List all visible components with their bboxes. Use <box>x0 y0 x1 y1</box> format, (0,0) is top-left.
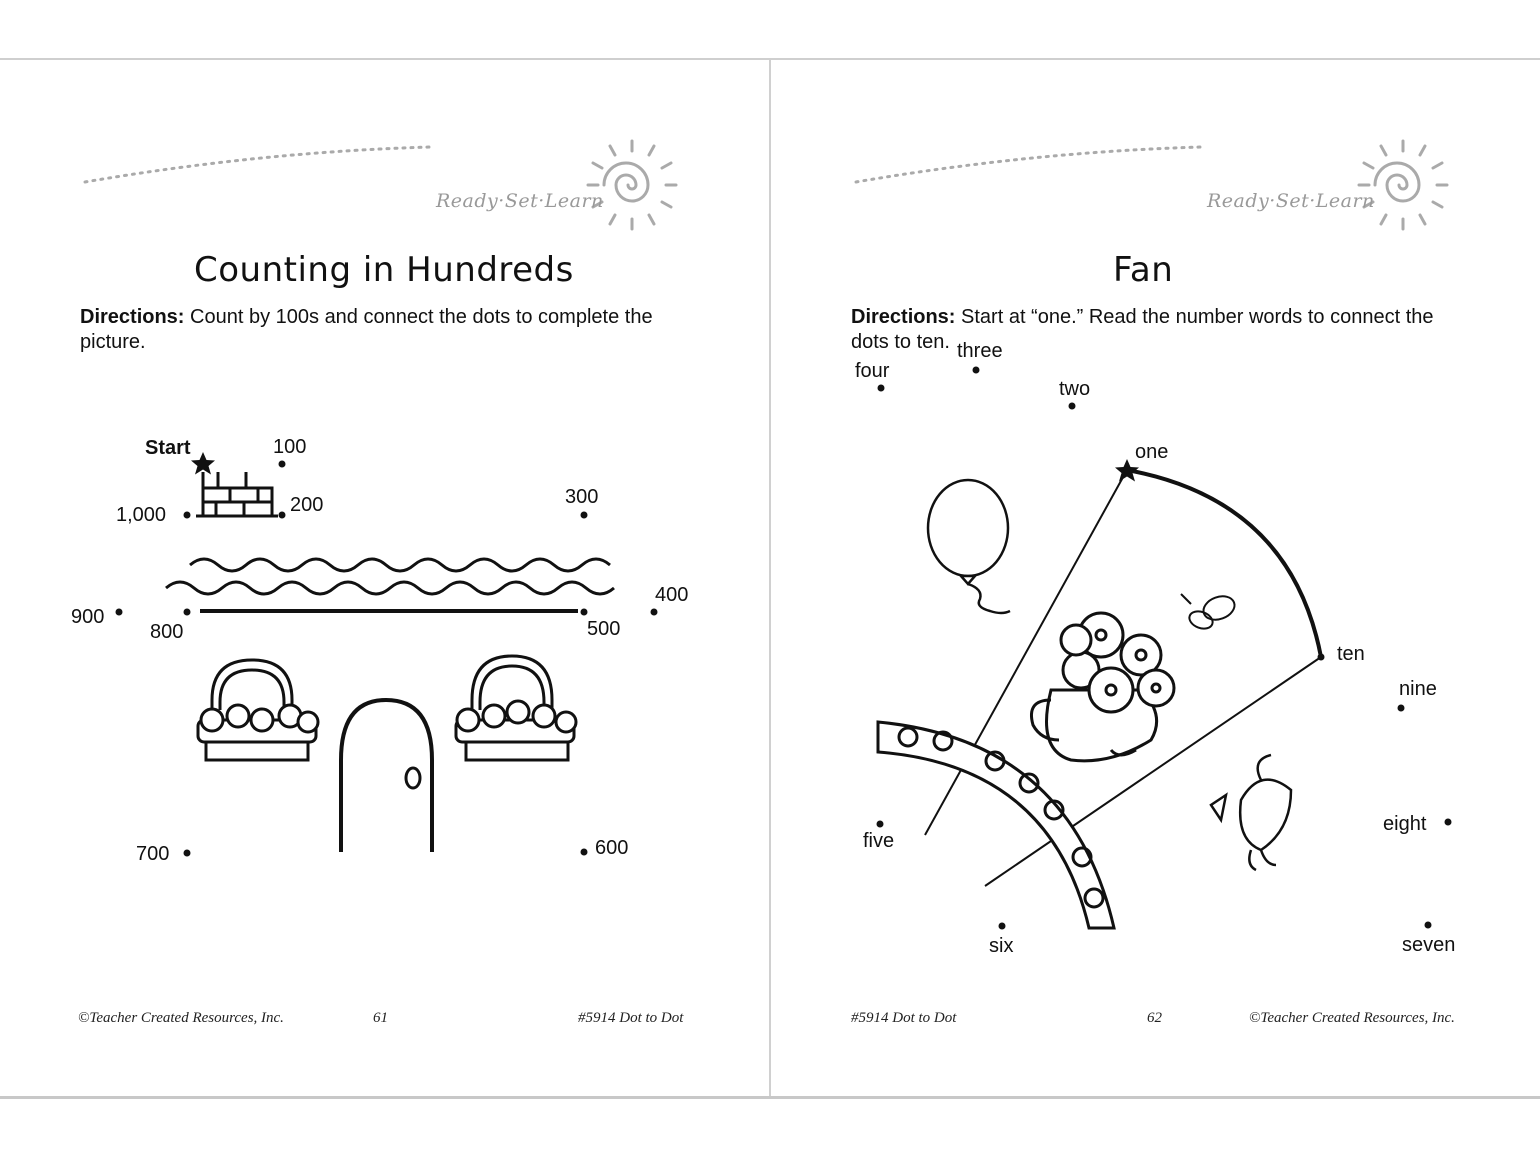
label-two: two <box>1059 378 1091 400</box>
label-800: 800 <box>150 621 184 643</box>
label-six: six <box>989 935 1014 957</box>
dot-markers <box>876 366 1452 930</box>
dot-400 <box>650 608 658 616</box>
label-four: four <box>855 360 890 382</box>
footer-page-number: 62 <box>1147 1010 1162 1026</box>
label-eight: eight <box>1383 813 1427 835</box>
door-knob <box>404 766 422 790</box>
directions: Directions: Count by 100s and connect th… <box>80 305 680 355</box>
start-label: Start <box>145 437 191 459</box>
footer-page-number: 61 <box>373 1010 388 1026</box>
dot-six <box>998 922 1006 930</box>
start-star-icon <box>191 452 215 475</box>
label-400: 400 <box>655 584 689 606</box>
label-500: 500 <box>587 618 621 640</box>
dot-markers <box>115 460 658 857</box>
book-gutter <box>769 60 771 1096</box>
page-61-artwork <box>83 139 678 857</box>
footer-book-title: #5914 Dot to Dot <box>578 1010 684 1026</box>
label-one: one <box>1135 441 1169 463</box>
page-62-artwork <box>854 139 1452 930</box>
dot-seven <box>1424 921 1432 929</box>
label-700: 700 <box>136 843 170 865</box>
label-600: 600 <box>595 837 629 859</box>
door <box>339 697 434 852</box>
fan-outline <box>924 468 1323 887</box>
label-nine: nine <box>1399 678 1437 700</box>
dot-100 <box>278 460 286 468</box>
label-five: five <box>863 830 895 852</box>
fan-handle <box>876 720 1116 930</box>
spread-bottom-edge <box>0 1096 1540 1099</box>
label-300: 300 <box>565 486 599 508</box>
footer-book-title: #5914 Dot to Dot <box>851 1010 957 1026</box>
label-100: 100 <box>273 436 307 458</box>
label-900: 900 <box>71 606 105 628</box>
brand-logo: Ready·Set·Learn <box>1207 190 1375 212</box>
directions-label: Directions: <box>851 306 956 328</box>
dot-four <box>877 384 885 392</box>
directions-text: Count by 100s and connect the dots to co… <box>80 306 653 353</box>
directions-label: Directions: <box>80 306 185 328</box>
directions: Directions: Start at “one.” Read the num… <box>851 305 1451 355</box>
page-title: Counting in Hundreds <box>194 250 574 290</box>
dot-300 <box>580 511 588 519</box>
header-dotted-arc <box>854 145 1203 184</box>
page-title: Fan <box>1113 250 1174 290</box>
dot-500 <box>580 608 588 616</box>
label-1000: 1,000 <box>116 504 167 526</box>
label-three: three <box>957 340 1003 362</box>
flower-basket-right <box>454 654 578 762</box>
footer-copyright: ©Teacher Created Resources, Inc. <box>78 1010 284 1026</box>
label-200: 200 <box>290 494 324 516</box>
bird <box>1209 753 1293 872</box>
teapot-flowers <box>1030 611 1176 763</box>
chimney <box>196 472 278 518</box>
roof-wave-top <box>189 557 611 573</box>
balloon <box>926 478 1011 615</box>
dot-three <box>972 366 980 374</box>
directions-text: Start at “one.” Read the number words to… <box>851 306 1434 353</box>
brand-logo: Ready·Set·Learn <box>436 190 604 212</box>
dot-1000 <box>183 511 191 519</box>
dot-nine <box>1397 704 1405 712</box>
flower-basket-left <box>196 658 320 762</box>
dot-eight <box>1444 818 1452 826</box>
footer-copyright: ©Teacher Created Resources, Inc. <box>1249 1010 1455 1026</box>
dot-800 <box>183 608 191 616</box>
dot-700 <box>183 849 191 857</box>
butterfly <box>1180 593 1236 630</box>
sun-icon <box>586 139 678 231</box>
dot-ten <box>1317 653 1325 661</box>
page-61: Ready·Set·Learn Counting in Hundreds Dir… <box>0 60 768 1096</box>
spread-top-edge <box>0 58 1540 60</box>
dot-200 <box>278 511 286 519</box>
label-seven: seven <box>1402 934 1456 956</box>
sun-icon <box>1357 139 1449 231</box>
dot-900 <box>115 608 123 616</box>
label-ten: ten <box>1337 643 1365 665</box>
dot-five <box>876 820 884 828</box>
header-dotted-arc <box>83 145 432 184</box>
dot-two <box>1068 402 1076 410</box>
page-62: Ready·Set·Learn Fan Directions: Start at… <box>771 60 1539 1096</box>
roof-wave-bottom <box>165 580 615 596</box>
dot-one <box>1123 466 1131 474</box>
dot-600 <box>580 848 588 856</box>
